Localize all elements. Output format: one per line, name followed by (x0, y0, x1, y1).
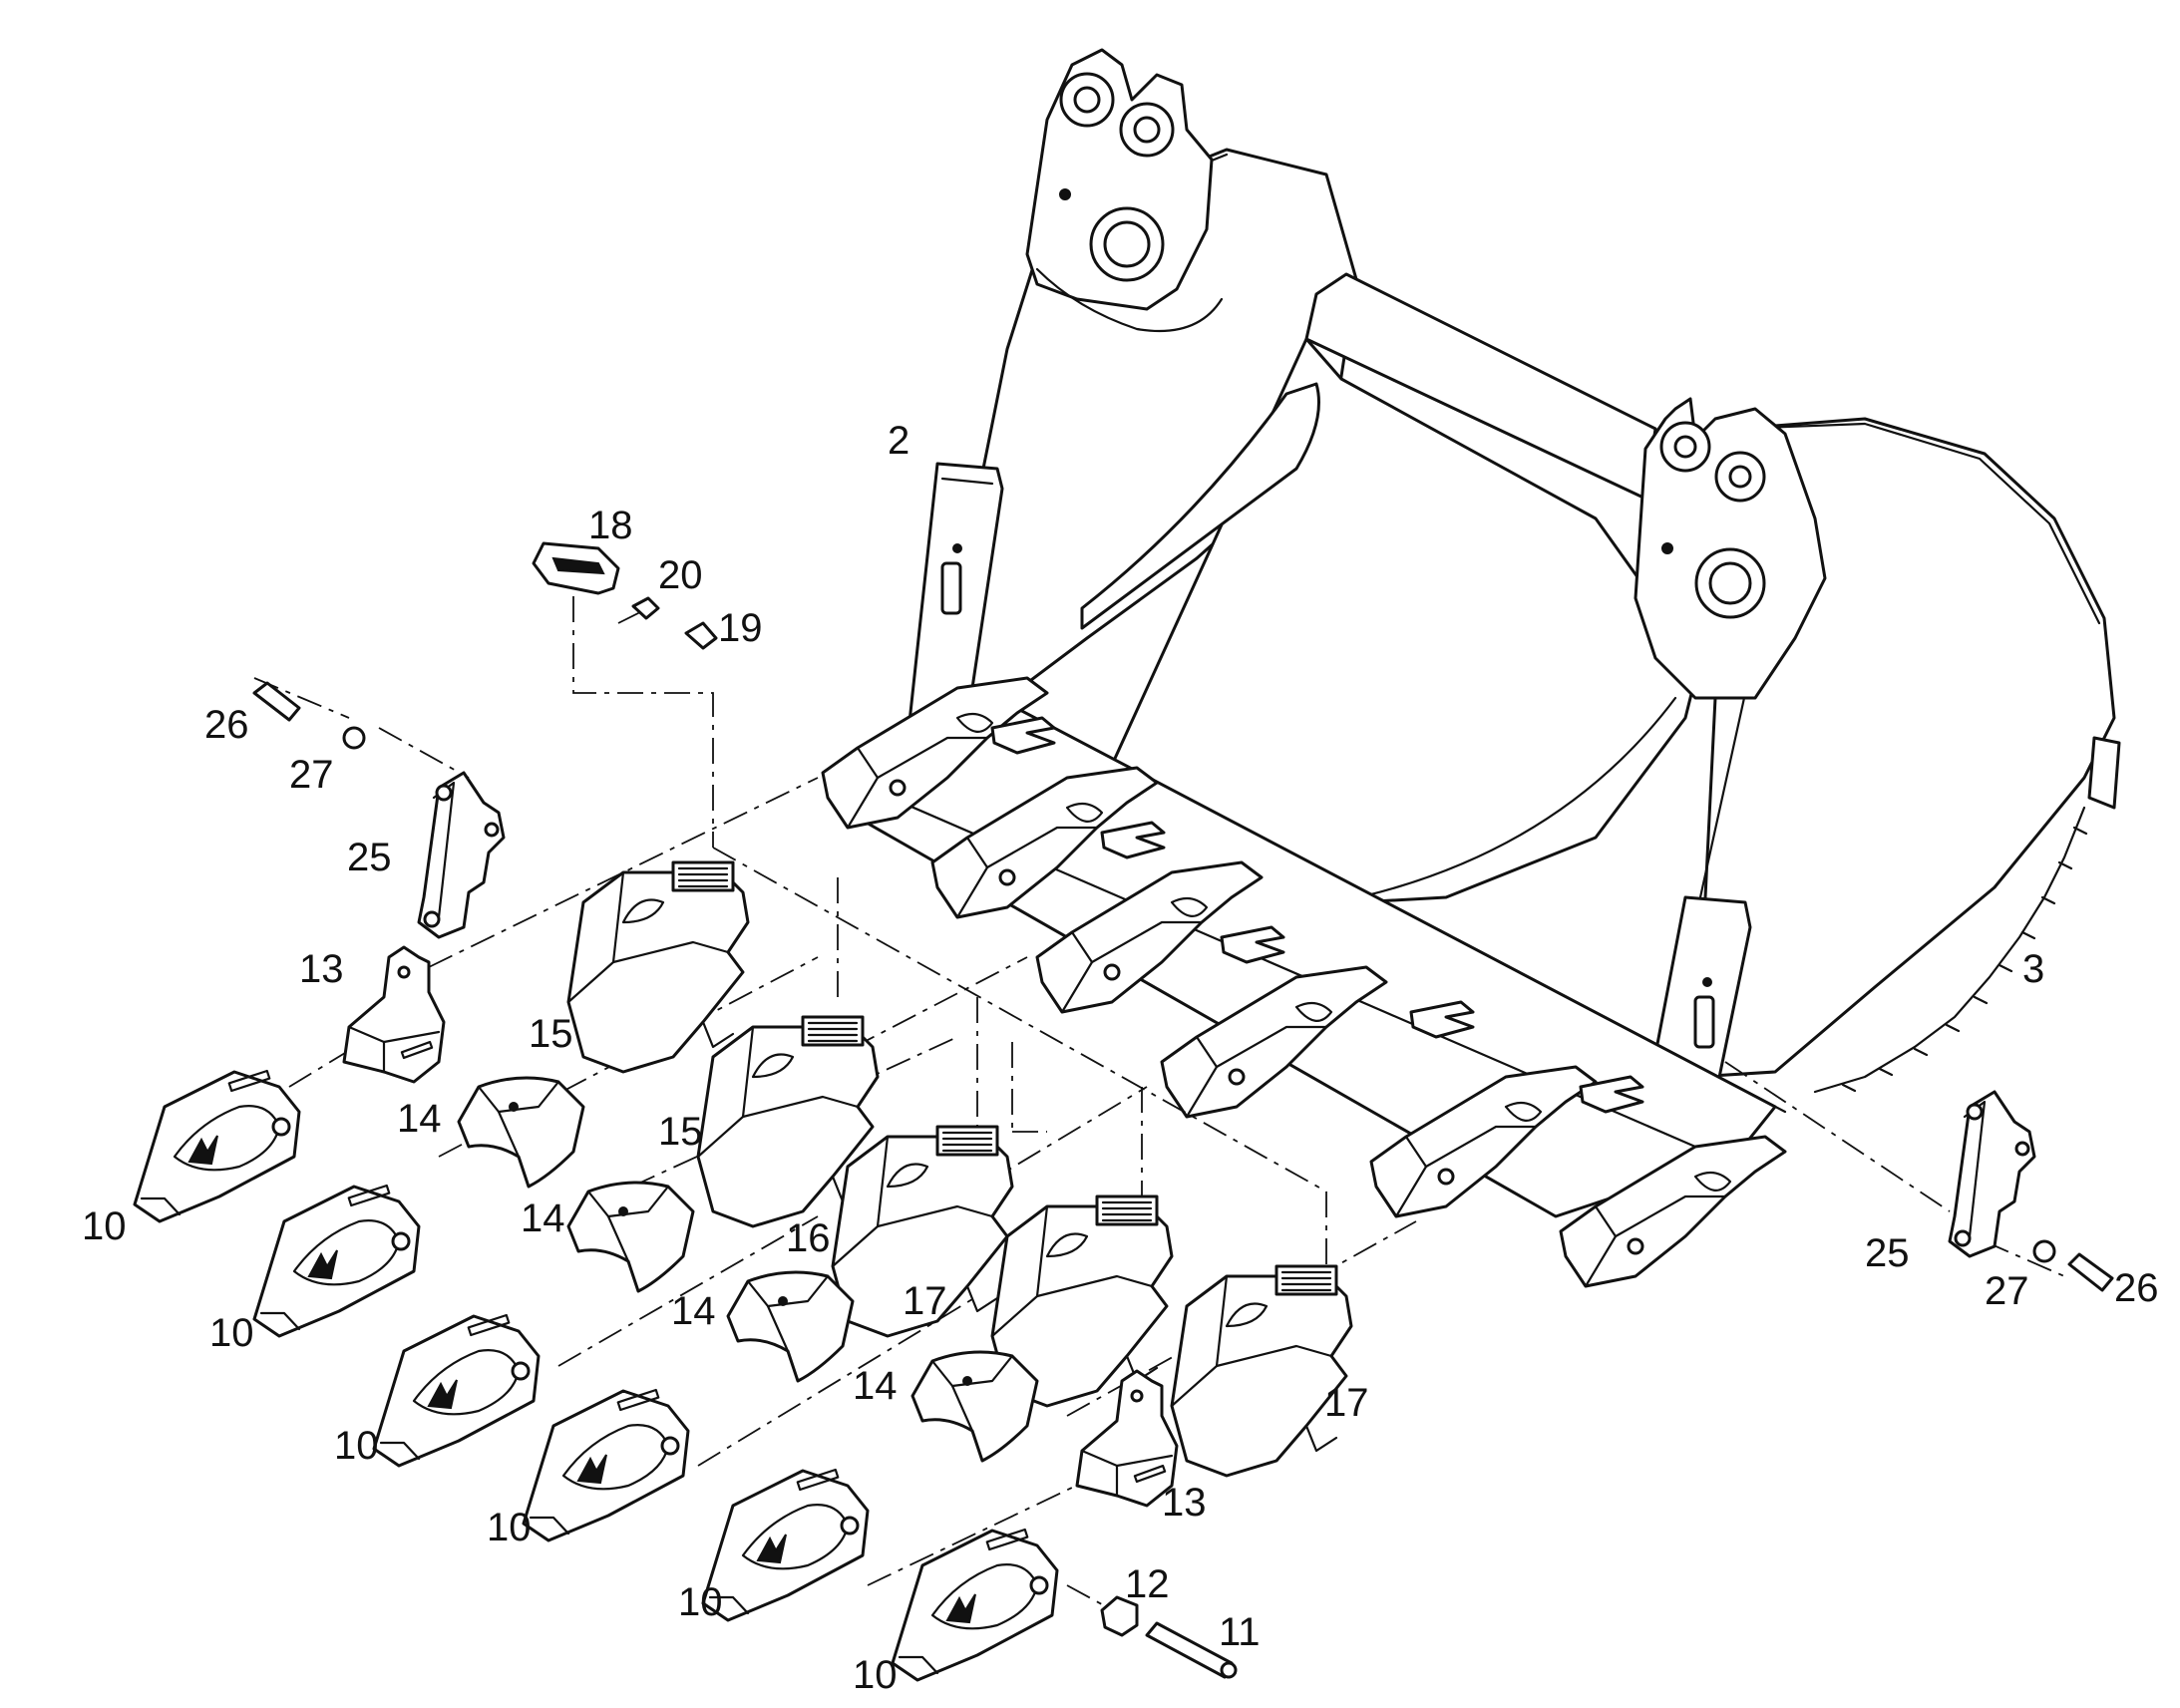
part-17b (1170, 1264, 1353, 1478)
part-25-left (417, 771, 506, 939)
part-12 (1100, 1595, 1139, 1637)
callout-10b: 10 (209, 1311, 254, 1355)
part-14c (726, 1270, 855, 1383)
part-26-right (2067, 1252, 2114, 1292)
bucket-body (856, 48, 2121, 1218)
part-19 (684, 621, 718, 650)
callout-25-right: 25 (1865, 1231, 1910, 1275)
part-27-left (342, 726, 366, 750)
callout-14d: 14 (853, 1364, 898, 1408)
callout-10c: 10 (334, 1424, 379, 1468)
part-10d (522, 1388, 690, 1542)
part-10e (701, 1468, 870, 1622)
callout-13-right: 13 (1162, 1481, 1207, 1525)
callout-27-right: 27 (1985, 1269, 2029, 1313)
callout-13-left: 13 (299, 947, 344, 991)
part-26-left (252, 681, 301, 722)
callout-12: 12 (1125, 1562, 1170, 1606)
callout-20: 20 (658, 553, 703, 597)
callout-11: 11 (1219, 1610, 1261, 1654)
callout-2: 2 (888, 419, 909, 463)
exploded-parts (133, 541, 2114, 1682)
part-27-right (2032, 1239, 2056, 1263)
callout-17a: 17 (903, 1279, 947, 1323)
part-20 (631, 596, 660, 620)
callout-27-left: 27 (289, 753, 334, 797)
callout-18: 18 (588, 504, 633, 547)
part-18 (532, 541, 620, 595)
callout-labels: 2 3 18 20 19 26 27 25 13 15 15 14 14 14 … (82, 419, 2159, 1697)
callout-15a: 15 (529, 1012, 573, 1056)
callout-10d: 10 (487, 1506, 532, 1549)
callout-16: 16 (786, 1216, 831, 1260)
part-10f (891, 1528, 1059, 1682)
part-10a (133, 1069, 301, 1223)
callout-3: 3 (2022, 947, 2044, 991)
callout-14c: 14 (671, 1289, 716, 1333)
callout-15b: 15 (658, 1110, 703, 1154)
part-10b (252, 1184, 421, 1338)
part-25-right (1948, 1090, 2036, 1258)
callout-10f: 10 (853, 1653, 898, 1697)
callout-17b: 17 (1324, 1381, 1369, 1425)
part-15a (566, 860, 750, 1074)
callout-26-left: 26 (204, 703, 249, 747)
part-10c (372, 1313, 541, 1468)
part-14a (457, 1076, 585, 1189)
callout-14a: 14 (397, 1097, 442, 1141)
callout-14b: 14 (521, 1196, 565, 1240)
part-14b (566, 1181, 695, 1293)
callout-10a: 10 (82, 1204, 127, 1248)
callout-26-right: 26 (2114, 1266, 2159, 1310)
callout-25-left: 25 (347, 836, 392, 879)
part-13-left (342, 945, 446, 1084)
callout-10e: 10 (678, 1580, 723, 1624)
part-14d (910, 1350, 1039, 1463)
callout-19: 19 (718, 606, 763, 650)
